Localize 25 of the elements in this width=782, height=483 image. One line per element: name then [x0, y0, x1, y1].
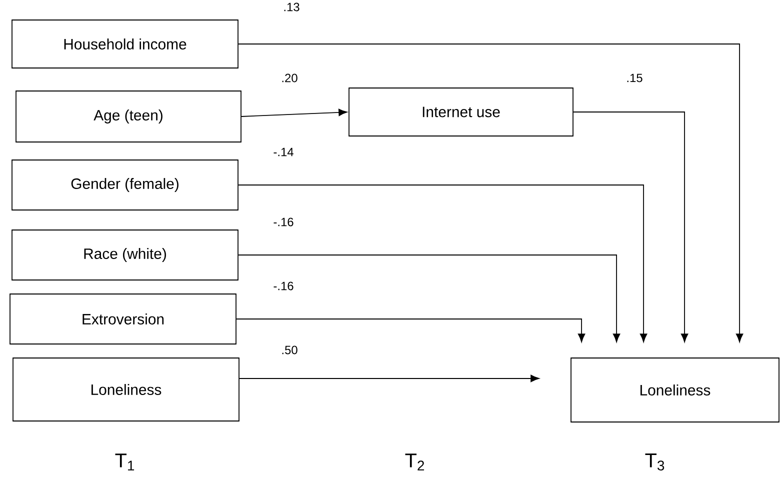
time-label: T$_{1}$	[115, 454, 134, 470]
variable-box: Internet use	[348, 88, 574, 136]
path-arrow	[573, 112, 688, 342]
variable-box: Extroversion	[10, 294, 236, 344]
path-coefficient: .15	[627, 74, 642, 82]
variable-box: Loneliness	[12, 358, 240, 422]
variable-box: Gender (female)	[12, 160, 238, 210]
path-coefficient: -.14	[274, 148, 294, 156]
path-arrow	[238, 44, 744, 342]
path-arrow	[238, 254, 620, 342]
path-arrow	[236, 318, 586, 342]
path-coefficient: .50	[282, 346, 298, 354]
path-coefficient: -.16	[274, 282, 294, 290]
variable-box: Race (white)	[12, 230, 238, 280]
variable-box: Loneliness	[570, 358, 780, 422]
path-arrow	[238, 184, 648, 342]
path-coefficient: .13	[284, 2, 300, 12]
path-coefficient: .20	[282, 74, 298, 82]
time-label: T$_{3}$	[645, 454, 664, 470]
path-arrow	[239, 374, 540, 382]
variable-box: Household income	[12, 20, 238, 68]
path-arrow	[241, 108, 348, 117]
path-coefficient: -.16	[274, 218, 294, 226]
variable-box: Age (teen)	[16, 90, 242, 142]
time-label: T$_{2}$	[405, 454, 424, 470]
